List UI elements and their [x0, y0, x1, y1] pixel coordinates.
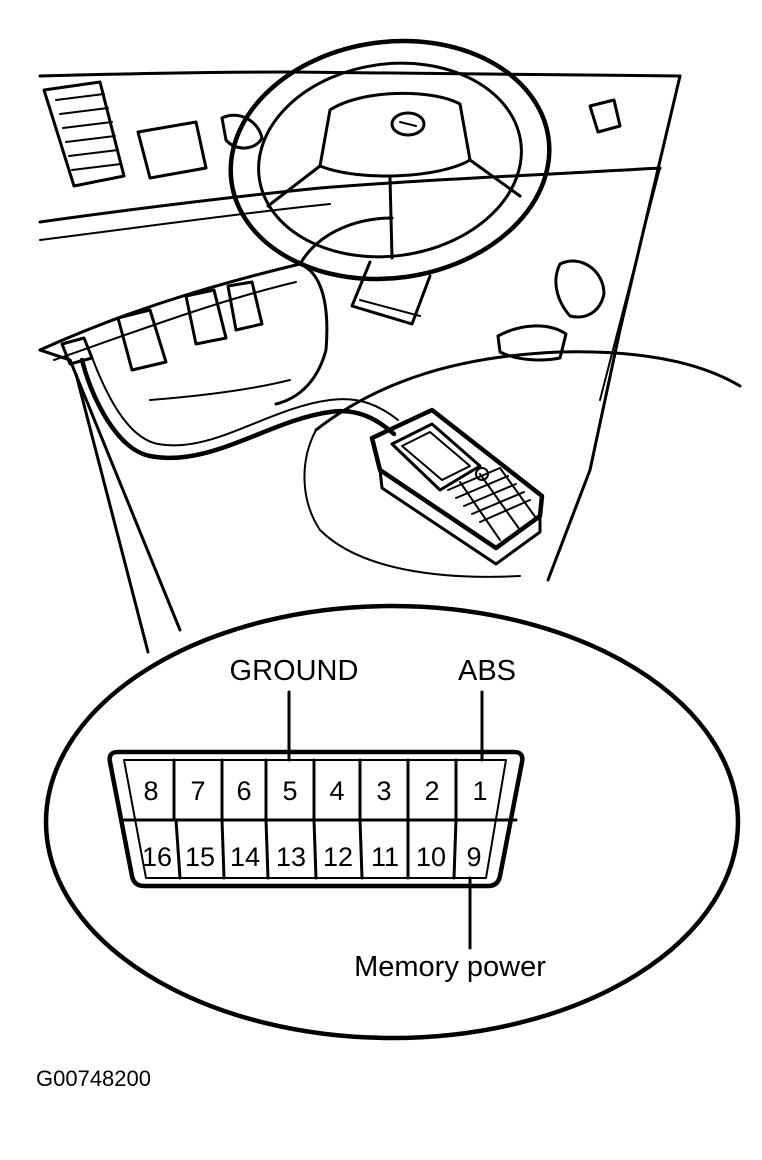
steering-wheel [228, 38, 552, 326]
pin-16-label: 16 [142, 842, 172, 872]
scan-tool [369, 407, 545, 566]
figure-id: G00748200 [36, 1066, 151, 1091]
pin-3-label: 3 [376, 776, 391, 806]
pin-11-label: 11 [371, 842, 399, 872]
pin-1-label: 1 [472, 776, 487, 806]
pin-15-label: 15 [185, 842, 215, 872]
abs-label: ABS [458, 655, 516, 687]
pin-2-label: 2 [424, 776, 439, 806]
ground-label: GROUND [230, 655, 359, 687]
pin-7-label: 7 [190, 776, 205, 806]
pin-10-label: 10 [416, 842, 446, 872]
vehicle-interior-illustration [38, 38, 742, 654]
pin-4-label: 4 [329, 776, 344, 806]
memory-power-label: Memory power [354, 951, 546, 983]
pin-12-label: 12 [323, 842, 353, 872]
pin-6-label: 6 [236, 776, 251, 806]
pin-5-label: 5 [282, 776, 297, 806]
air-vent [42, 80, 126, 188]
pin-14-label: 14 [230, 842, 260, 872]
pin-9-label: 9 [466, 842, 481, 872]
pin-8-label: 8 [143, 776, 158, 806]
pin-13-label: 13 [276, 842, 306, 872]
connector-callout: 8 7 6 5 4 3 2 1 16 15 14 13 12 11 10 9 G… [43, 603, 741, 1041]
